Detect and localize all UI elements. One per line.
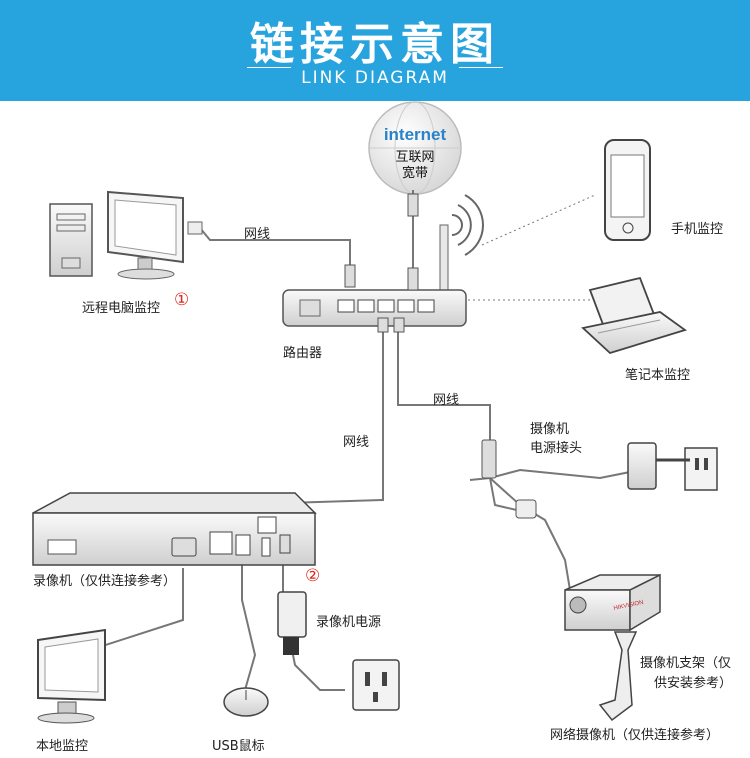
camera-power-label-line2: 电源接头: [530, 441, 583, 456]
internet-label-cn: 互联网: [395, 150, 435, 165]
laptop-icon: [581, 276, 687, 355]
page-subtitle: LINK DIAGRAM: [301, 68, 449, 88]
camera-power-connector-icon: [481, 439, 537, 519]
marker-2: ②: [305, 566, 321, 586]
page-title: 链接示意图: [250, 19, 500, 70]
mobile-phone-icon: [604, 139, 651, 241]
router-icon: [282, 193, 467, 333]
usb-mouse-icon: [223, 687, 269, 717]
router-label: 路由器: [283, 346, 323, 361]
local-monitor-label: 本地监控: [36, 739, 89, 754]
broadband-label-cn: 宽带: [401, 166, 428, 181]
camera-power-label-line1: 摄像机: [530, 422, 570, 437]
recorder-label: 录像机（仅供连接参考）: [33, 574, 177, 589]
recorder-wall-socket-icon: [352, 659, 400, 711]
recorder-nvr-icon: [32, 492, 317, 566]
subtitle-rule-left: [247, 67, 291, 68]
bracket-label-line1: 摄像机支架（仅: [640, 656, 732, 671]
camera-power-socket-icon: [627, 442, 718, 491]
recorder-power-label: 录像机电源: [316, 615, 382, 630]
recorder-power-adapter-icon: [277, 591, 307, 655]
subtitle-rule-right: [459, 67, 503, 68]
bracket-label-line2: 供安装参考）: [654, 676, 733, 691]
network-camera-label: 网络摄像机（仅供连接参考）: [550, 728, 720, 743]
cable-label-right: 网线: [433, 393, 460, 408]
wifi-signal-icon: [451, 194, 484, 256]
network-camera-icon: [564, 573, 661, 722]
cable-label-top: 网线: [244, 227, 271, 242]
marker-1: ①: [174, 290, 190, 310]
remote-pc-label: 远程电脑监控: [82, 301, 161, 316]
remote-pc-icon: [49, 190, 203, 280]
usb-mouse-label: USB鼠标: [212, 739, 265, 754]
phone-label: 手机监控: [671, 222, 724, 237]
laptop-label: 笔记本监控: [625, 368, 691, 383]
cable-label-middle: 网线: [343, 435, 370, 450]
header-banner: 链接示意图 LINK DIAGRAM: [0, 0, 750, 101]
internet-label: internet: [383, 125, 447, 144]
wireless-links: [468, 194, 596, 301]
local-monitor-icon: [37, 628, 106, 724]
